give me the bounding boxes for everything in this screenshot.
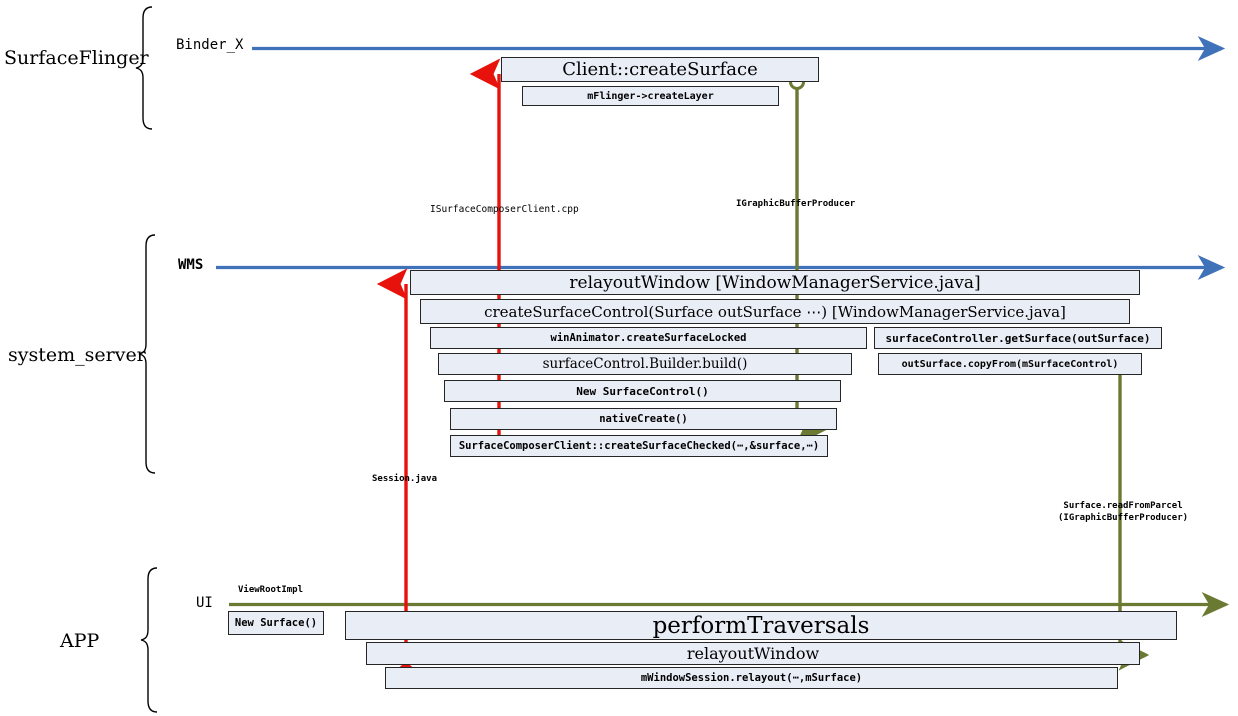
box-mwindowsession-relayout-label: mWindowSession.relayout(⋯,mSurface) xyxy=(640,672,863,684)
box-mflinger-create-layer[interactable]: mFlinger->createLayer xyxy=(522,86,779,106)
box-relayout-window-app-label: relayoutWindow xyxy=(686,644,820,663)
box-surface-controller-get-surface[interactable]: surfaceController.getSurface(outSurface) xyxy=(874,327,1162,349)
box-perform-traversals-label: performTraversals xyxy=(652,612,870,639)
brace-app xyxy=(140,567,158,713)
box-relayout-window-wms-label: relayoutWindow [WindowManagerService.jav… xyxy=(569,272,981,293)
box-mwindowsession-relayout[interactable]: mWindowSession.relayout(⋯,mSurface) xyxy=(385,667,1118,689)
annotation-session-java: Session.java xyxy=(372,474,438,484)
thread-label-binder-x: Binder_X xyxy=(176,37,244,53)
thread-label-wms: WMS xyxy=(178,257,204,273)
box-relayout-window-wms[interactable]: relayoutWindow [WindowManagerService.jav… xyxy=(410,270,1140,295)
box-create-surface-control-label: createSurfaceControl(Surface outSurface … xyxy=(484,302,1066,321)
thread-label-ui: UI xyxy=(196,595,213,611)
box-perform-traversals[interactable]: performTraversals xyxy=(345,611,1177,640)
box-surface-controller-get-surface-label: surfaceController.getSurface(outSurface) xyxy=(885,331,1151,345)
annotation-isurfacecomposerclient: ISurfaceComposerClient.cpp xyxy=(430,204,579,215)
box-new-surface-control-label: New SurfaceControl() xyxy=(576,384,709,398)
box-create-surface-control[interactable]: createSurfaceControl(Surface outSurface … xyxy=(420,299,1130,324)
box-win-animator-create-surface-locked[interactable]: winAnimator.createSurfaceLocked xyxy=(430,327,867,349)
annotation-surface-readfromparcel-line1: Surface.readFromParcel xyxy=(1063,501,1183,511)
box-surface-control-builder-build-label: surfaceControl.Builder.build() xyxy=(542,356,748,372)
box-out-surface-copy-from-label: outSurface.copyFrom(mSurfaceControl) xyxy=(901,358,1119,370)
annotation-surface-readfromparcel: Surface.readFromParcel (IGraphicBufferPr… xyxy=(1058,500,1188,524)
box-mflinger-create-layer-label: mFlinger->createLayer xyxy=(587,90,714,102)
box-surface-composer-client-create-surface-checked-label: SurfaceComposerClient::createSurfaceChec… xyxy=(458,440,820,452)
annotation-viewrootimpl: ViewRootImpl xyxy=(238,585,304,595)
box-native-create[interactable]: nativeCreate() xyxy=(450,408,837,430)
process-label-app: APP xyxy=(60,630,100,652)
box-win-animator-create-surface-locked-label: winAnimator.createSurfaceLocked xyxy=(550,332,747,344)
process-label-surfaceflinger: SurfaceFlinger xyxy=(4,47,149,69)
annotation-igraphicbufferproducer: IGraphicBufferProducer xyxy=(736,199,856,209)
process-label-system-server: system_server xyxy=(8,344,146,366)
box-client-create-surface[interactable]: Client::createSurface xyxy=(501,57,819,82)
box-surface-composer-client-create-surface-checked[interactable]: SurfaceComposerClient::createSurfaceChec… xyxy=(450,435,828,457)
box-new-surface[interactable]: New Surface() xyxy=(228,611,324,635)
box-out-surface-copy-from[interactable]: outSurface.copyFrom(mSurfaceControl) xyxy=(878,353,1142,375)
box-new-surface-label: New Surface() xyxy=(234,617,318,629)
box-relayout-window-app[interactable]: relayoutWindow xyxy=(366,642,1140,665)
box-surface-control-builder-build[interactable]: surfaceControl.Builder.build() xyxy=(438,353,852,375)
annotation-surface-readfromparcel-line2: (IGraphicBufferProducer) xyxy=(1058,513,1189,523)
box-native-create-label: nativeCreate() xyxy=(599,413,688,425)
box-client-create-surface-label: Client::createSurface xyxy=(562,59,758,80)
box-new-surface-control[interactable]: New SurfaceControl() xyxy=(444,380,841,402)
